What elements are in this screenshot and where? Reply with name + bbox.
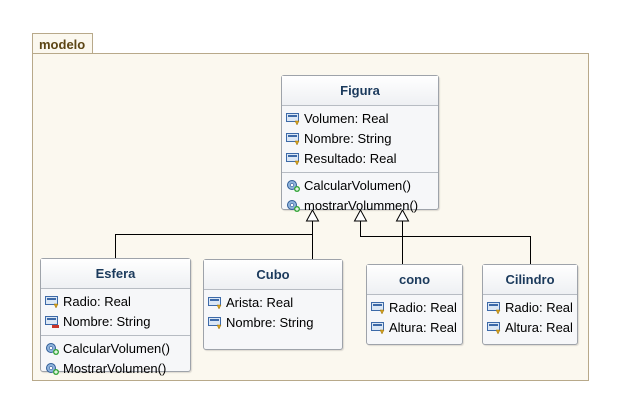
operation-row[interactable]: CalcularVolumen() [41, 339, 190, 359]
attributes-compartment: Volumen: Real Nombre: String Resultado: … [282, 106, 438, 172]
attribute-label: Volumen: Real [304, 111, 389, 126]
generalization-arrowhead [353, 208, 368, 222]
operation-row[interactable]: CalcularVolumen() [282, 176, 438, 196]
protected-attribute-icon [286, 152, 301, 166]
public-operation-icon [286, 179, 301, 193]
operation-label: CalcularVolumen() [304, 178, 411, 193]
attribute-label: Altura: Real [505, 320, 573, 335]
class-cilindro[interactable]: Cilindro Radio: Real Altura: Real [482, 264, 578, 345]
attribute-row[interactable]: Volumen: Real [282, 109, 438, 129]
attribute-row[interactable]: Radio: Real [41, 292, 190, 312]
operation-label: CalcularVolumen() [63, 341, 170, 356]
package-name: modelo [39, 37, 86, 52]
attribute-label: Nombre: String [304, 131, 392, 146]
class-figura[interactable]: Figura Volumen: Real Nombre: String Resu… [281, 75, 439, 213]
attribute-label: Resultado: Real [304, 151, 397, 166]
package-tab[interactable]: modelo [32, 33, 93, 54]
protected-attribute-icon [208, 296, 223, 310]
attribute-row[interactable]: Nombre: String [204, 313, 342, 333]
operation-row[interactable]: MostrarVolumen() [41, 359, 190, 379]
protected-attribute-icon [487, 301, 502, 315]
protected-attribute-icon [45, 295, 60, 309]
attribute-row[interactable]: Altura: Real [483, 318, 577, 338]
edge-cilindro-figura [360, 221, 531, 264]
operations-compartment: CalcularVolumen() MostrarVolumen() [41, 335, 190, 382]
protected-attribute-icon [371, 321, 386, 335]
attribute-row[interactable]: Radio: Real [367, 298, 462, 318]
public-operation-icon [45, 342, 60, 356]
attribute-label: Arista: Real [226, 295, 294, 310]
attributes-compartment: Radio: Real Altura: Real [367, 295, 462, 341]
class-cubo[interactable]: Cubo Arista: Real Nombre: String [203, 259, 343, 350]
generalization-arrowhead [305, 208, 320, 222]
protected-attribute-icon [487, 321, 502, 335]
edge-esfera-figura [115, 221, 313, 258]
attribute-label: Radio: Real [63, 294, 131, 309]
attribute-row[interactable]: Nombre: String [41, 312, 190, 332]
attribute-label: Nombre: String [226, 315, 314, 330]
attribute-label: Nombre: String [63, 314, 151, 329]
class-name: Esfera [41, 259, 190, 289]
attributes-compartment: Radio: Real Altura: Real [483, 295, 577, 341]
public-operation-icon [45, 362, 60, 376]
generalization-arrowhead [395, 208, 410, 222]
class-name: Figura [282, 76, 438, 106]
protected-attribute-icon [286, 132, 301, 146]
private-attribute-icon [45, 315, 60, 329]
operations-compartment: CalcularVolumen() mostrarVolummen() [282, 172, 438, 219]
attribute-row[interactable]: Altura: Real [367, 318, 462, 338]
attribute-row[interactable]: Radio: Real [483, 298, 577, 318]
protected-attribute-icon [208, 316, 223, 330]
public-operation-icon [286, 199, 301, 213]
class-esfera[interactable]: Esfera Radio: Real Nombre: String Calcul… [40, 258, 191, 376]
attribute-label: Radio: Real [389, 300, 457, 315]
operation-label: MostrarVolumen() [63, 361, 167, 376]
operation-label: mostrarVolummen() [304, 198, 419, 213]
operation-row[interactable]: mostrarVolummen() [282, 196, 438, 216]
attributes-compartment: Radio: Real Nombre: String [41, 289, 190, 335]
attribute-row[interactable]: Arista: Real [204, 293, 342, 313]
class-name: Cilindro [483, 265, 577, 295]
attributes-compartment: Arista: Real Nombre: String [204, 290, 342, 336]
attribute-label: Altura: Real [389, 320, 457, 335]
protected-attribute-icon [286, 112, 301, 126]
attribute-row[interactable]: Nombre: String [282, 129, 438, 149]
class-cono[interactable]: cono Radio: Real Altura: Real [366, 264, 463, 345]
class-name: Cubo [204, 260, 342, 290]
attribute-label: Radio: Real [505, 300, 573, 315]
class-name: cono [367, 265, 462, 295]
attribute-row[interactable]: Resultado: Real [282, 149, 438, 169]
protected-attribute-icon [371, 301, 386, 315]
